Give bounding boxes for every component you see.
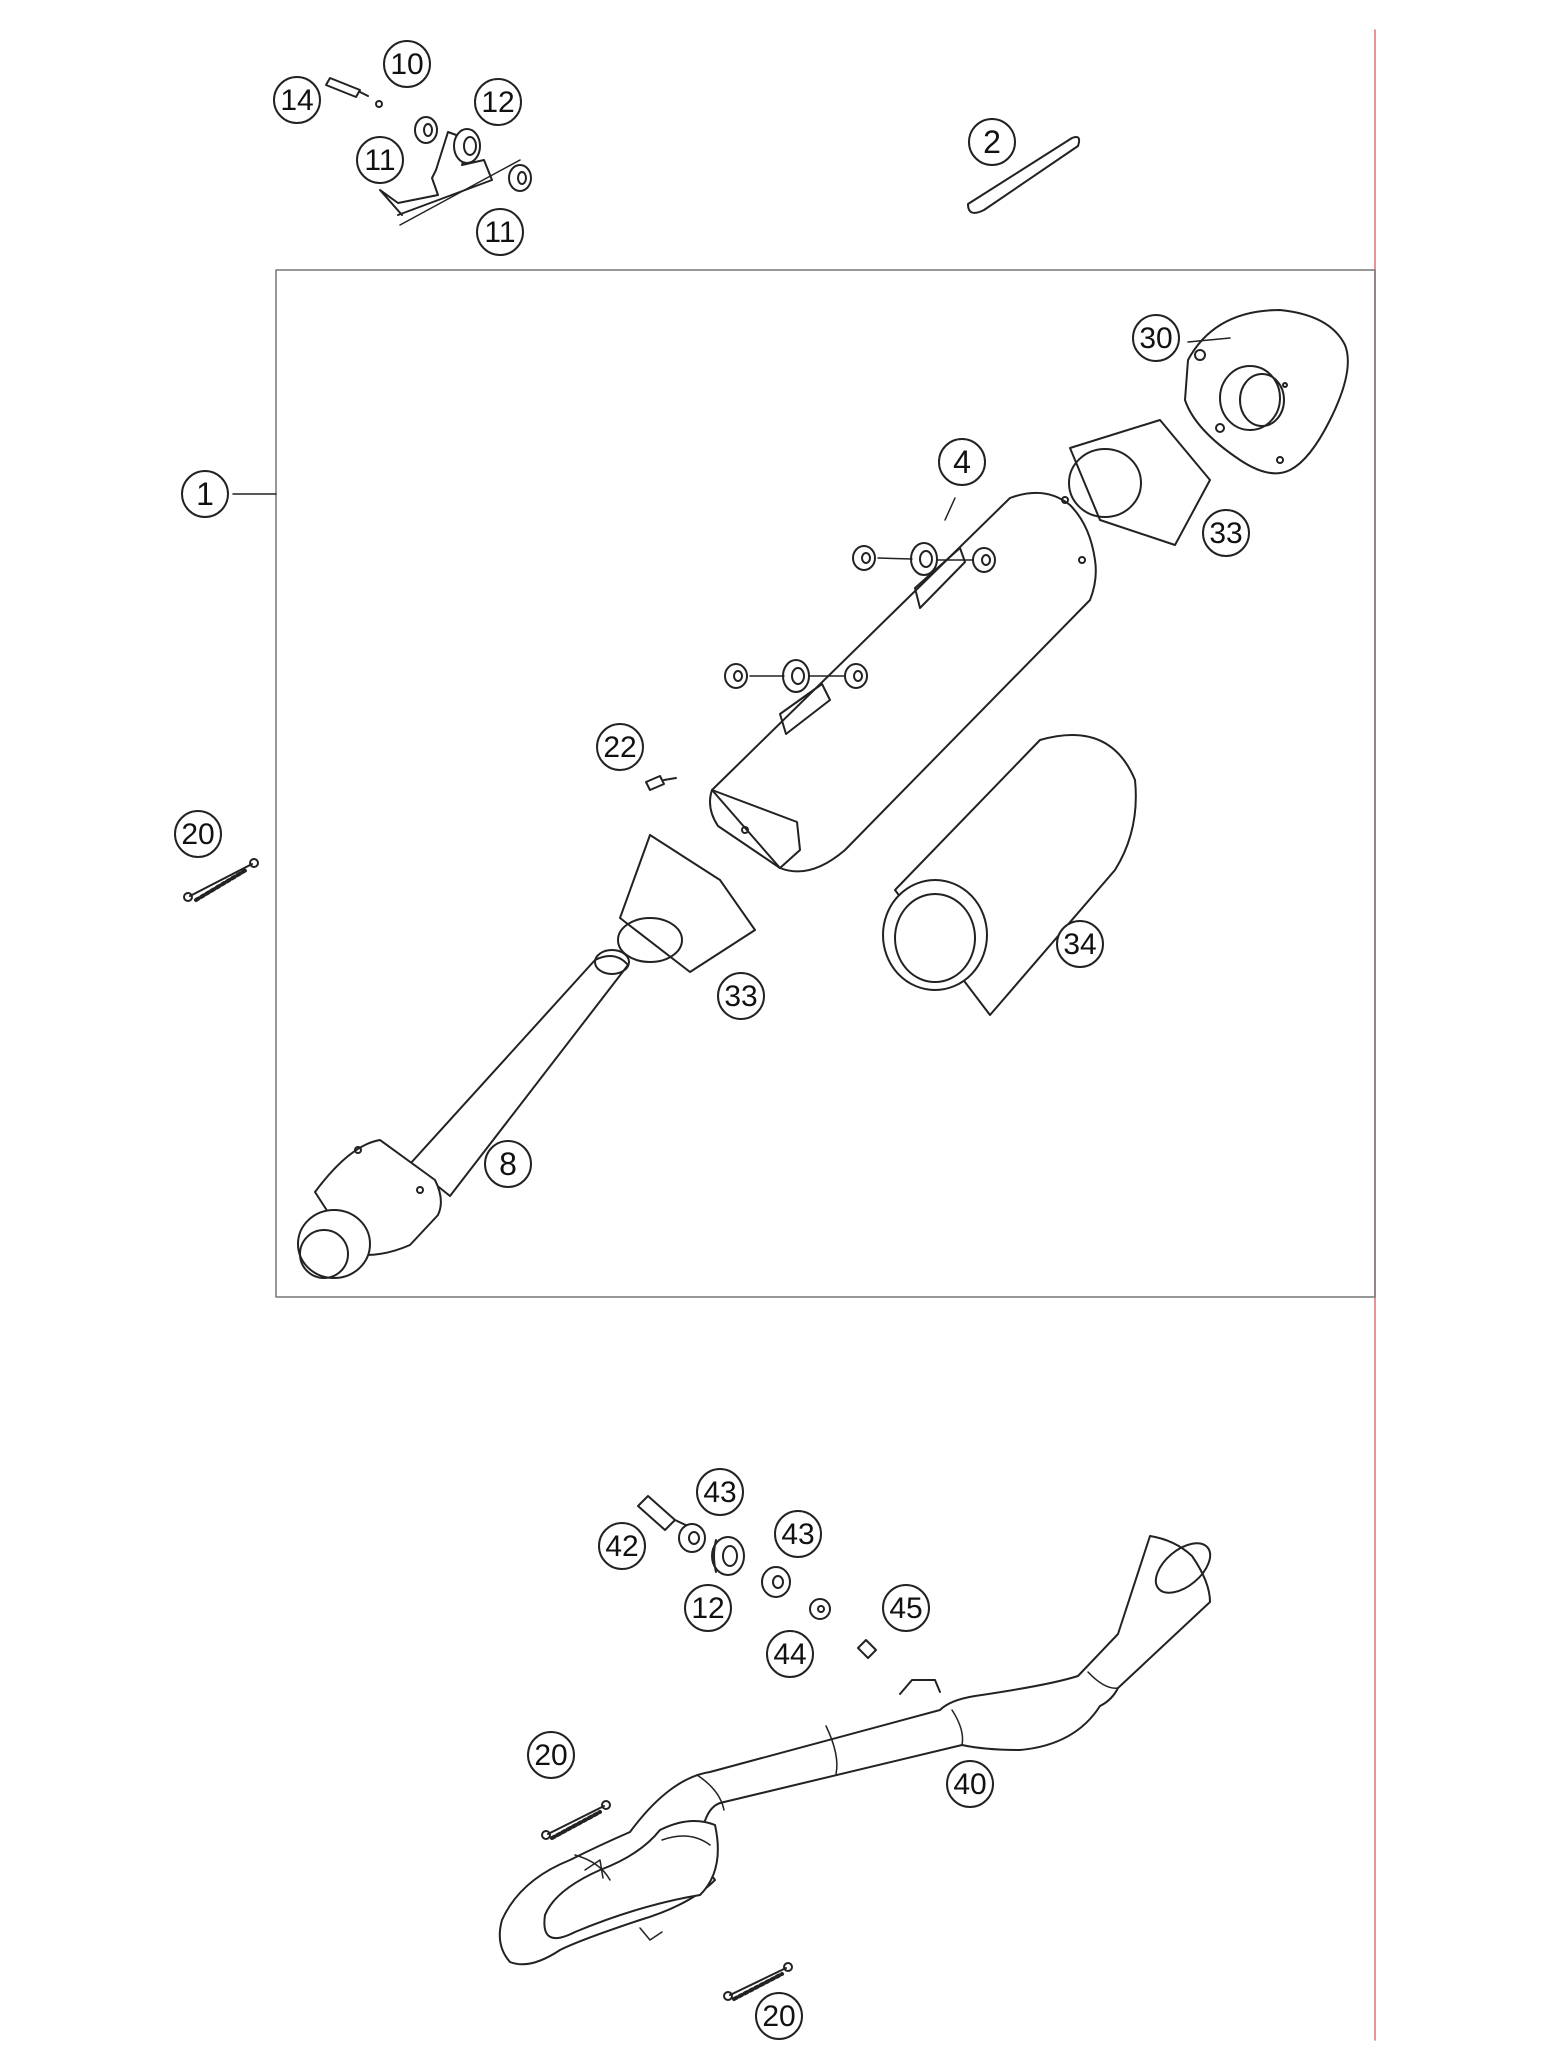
callout-label: 30 — [1139, 322, 1172, 355]
callout-40: 40 — [946, 1760, 994, 1808]
header-pipe-40 — [498, 1535, 1212, 1966]
callout-label: 40 — [953, 1768, 986, 1801]
callout-34: 34 — [1056, 920, 1104, 968]
callout-circle — [174, 810, 222, 858]
callout-label: 4 — [953, 444, 971, 480]
cone-33-lower — [617, 834, 756, 973]
silencer-body-4 — [709, 491, 1097, 873]
link-pipe-8 — [297, 949, 630, 1279]
callout-11: 11 — [476, 208, 524, 256]
callout-42: 42 — [598, 1522, 646, 1570]
callout-label: 42 — [605, 1530, 638, 1563]
callout-circle — [383, 40, 431, 88]
silencer-assembly-box — [275, 269, 1376, 1298]
callout-circle — [596, 723, 644, 771]
callout-8: 8 — [484, 1140, 532, 1188]
callout-2: 2 — [968, 118, 1016, 166]
callout-45: 45 — [882, 1584, 930, 1632]
callout-label: 43 — [703, 1476, 736, 1509]
callout-circle — [717, 972, 765, 1020]
callout-label: 33 — [724, 980, 757, 1013]
mounting-bracket-group — [325, 77, 532, 226]
callout-label: 20 — [762, 2000, 795, 2033]
callout-circle — [946, 1760, 994, 1808]
callout-label: 20 — [181, 818, 214, 851]
callout-label: 11 — [484, 216, 515, 249]
callout-label: 43 — [781, 1518, 814, 1551]
callout-circle — [882, 1584, 930, 1632]
callout-44: 44 — [766, 1630, 814, 1678]
callout-circle — [696, 1468, 744, 1516]
end-cap-30 — [1184, 309, 1349, 475]
callout-label: 34 — [1063, 928, 1096, 961]
callout-circle — [484, 1140, 532, 1188]
callout-12: 12 — [474, 78, 522, 126]
callout-label: 44 — [773, 1638, 806, 1671]
callout-33: 33 — [1202, 509, 1250, 557]
callout-20: 20 — [755, 1992, 803, 2040]
callout-20: 20 — [174, 810, 222, 858]
callout-label: 33 — [1209, 517, 1242, 550]
callout-1: 1 — [181, 470, 229, 518]
callout-label: 14 — [280, 84, 313, 117]
callout-circle — [1132, 314, 1180, 362]
callout-circle — [684, 1584, 732, 1632]
callout-circle — [1202, 509, 1250, 557]
callout-label: 12 — [691, 1592, 724, 1625]
callout-label: 22 — [603, 731, 636, 764]
callout-label: 10 — [390, 48, 423, 81]
callout-circle — [755, 1992, 803, 2040]
callout-4: 4 — [938, 438, 986, 486]
leader-lines — [944, 337, 1231, 521]
callout-30: 30 — [1132, 314, 1180, 362]
callout-circle — [774, 1510, 822, 1558]
spring-20-left — [183, 858, 259, 902]
callout-label: 11 — [364, 144, 395, 177]
callout-43: 43 — [774, 1510, 822, 1558]
packing-tube-34 — [882, 734, 1137, 1016]
callout-circle — [273, 76, 321, 124]
callout-14: 14 — [273, 76, 321, 124]
screw-22 — [645, 775, 677, 791]
callout-circle — [356, 136, 404, 184]
callout-label: 20 — [534, 1739, 567, 1772]
mounting-hardware-group — [637, 1495, 877, 1659]
callout-12: 12 — [684, 1584, 732, 1632]
callout-circle — [598, 1522, 646, 1570]
callout-22: 22 — [596, 723, 644, 771]
callout-label: 12 — [481, 86, 514, 119]
spring-20-middle — [541, 1800, 611, 1840]
callout-label: 8 — [499, 1146, 517, 1182]
callout-20: 20 — [527, 1731, 575, 1779]
callout-label: 2 — [983, 124, 1001, 160]
callout-circle — [968, 118, 1016, 166]
callout-circle — [766, 1630, 814, 1678]
callout-11: 11 — [356, 136, 404, 184]
callout-43: 43 — [696, 1468, 744, 1516]
spring-20-bottom — [723, 1962, 793, 2001]
callout-circle — [1056, 920, 1104, 968]
callout-label: 45 — [889, 1592, 922, 1625]
heat-shield-strip — [967, 136, 1081, 214]
callout-circle — [474, 78, 522, 126]
callout-circle — [527, 1731, 575, 1779]
callout-circle — [938, 438, 986, 486]
callout-33: 33 — [717, 972, 765, 1020]
callout-10: 10 — [383, 40, 431, 88]
callout-circle — [476, 208, 524, 256]
callout-label: 1 — [196, 476, 214, 512]
callout-circle — [181, 470, 229, 518]
cone-33-upper — [1068, 419, 1211, 546]
